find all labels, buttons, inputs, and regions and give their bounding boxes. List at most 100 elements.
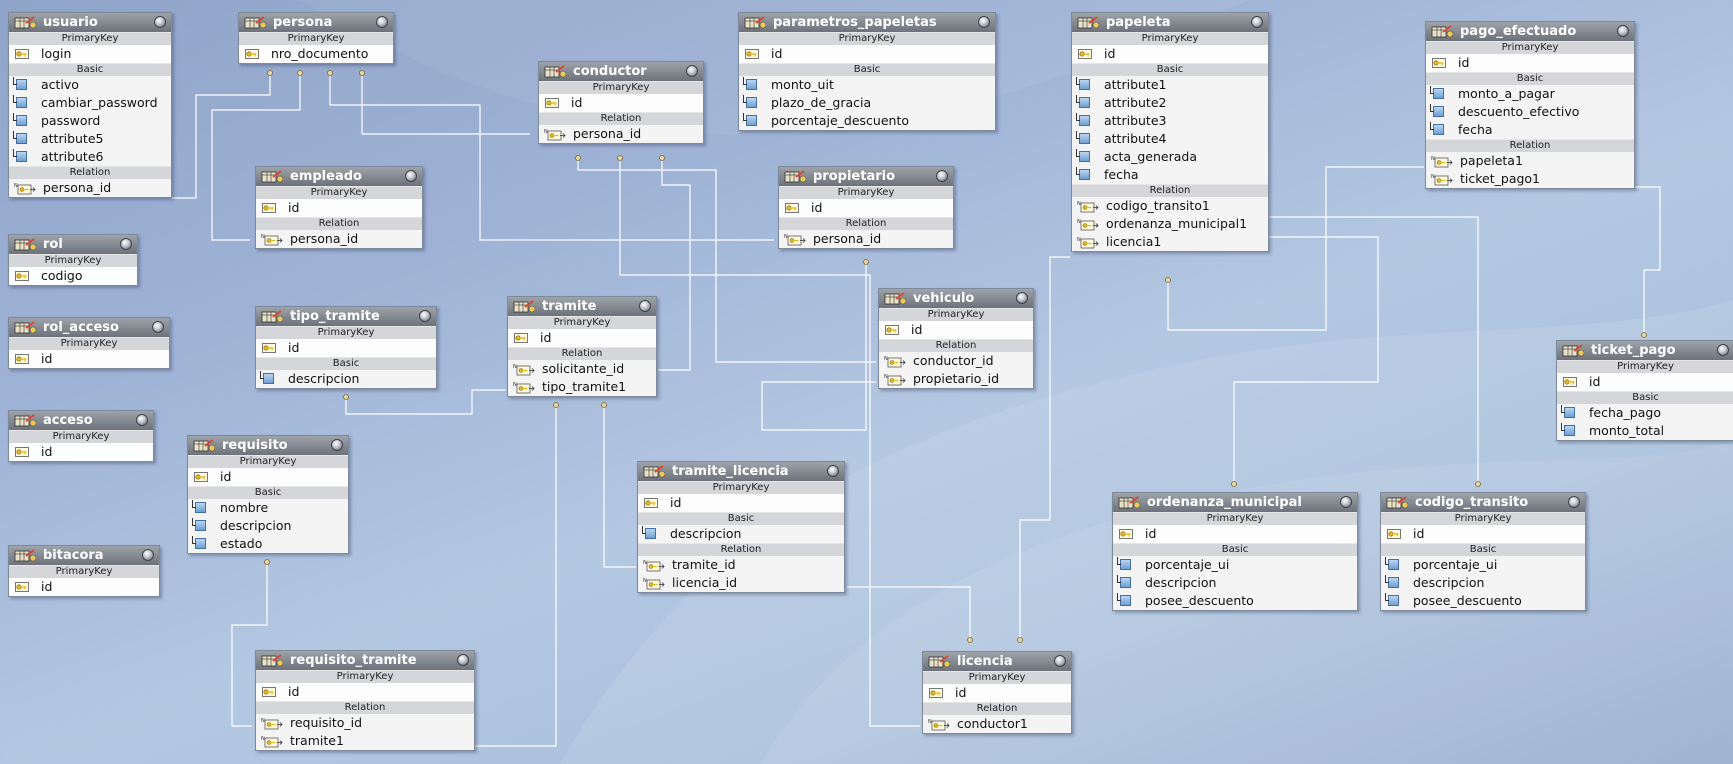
entity-header[interactable]: tramite_licencia bbox=[638, 462, 844, 481]
basic-field[interactable]: descripcion bbox=[188, 517, 348, 535]
basic-field[interactable]: porcentaje_ui bbox=[1113, 556, 1357, 574]
basic-field[interactable]: fecha_pago bbox=[1557, 404, 1733, 422]
basic-field[interactable]: descripcion bbox=[256, 370, 436, 388]
close-icon[interactable] bbox=[142, 549, 154, 561]
close-icon[interactable] bbox=[136, 414, 148, 426]
primary-key-field[interactable]: id bbox=[256, 199, 422, 217]
basic-field[interactable]: descripcion bbox=[638, 525, 844, 543]
entity-header[interactable]: tramite bbox=[508, 297, 656, 316]
basic-field[interactable]: descripcion bbox=[1113, 574, 1357, 592]
basic-field[interactable]: cambiar_password bbox=[9, 94, 171, 112]
entity-header[interactable]: empleado bbox=[256, 167, 422, 186]
primary-key-field[interactable]: id bbox=[508, 329, 656, 347]
entity-header[interactable]: rol bbox=[9, 235, 137, 254]
close-icon[interactable] bbox=[686, 65, 698, 77]
primary-key-field[interactable]: id bbox=[188, 468, 348, 486]
primary-key-field[interactable]: nro_documento bbox=[239, 45, 393, 63]
entity-header[interactable]: vehiculo bbox=[879, 289, 1033, 308]
basic-field[interactable]: attribute6 bbox=[9, 148, 171, 166]
close-icon[interactable] bbox=[1251, 16, 1263, 28]
close-icon[interactable] bbox=[1054, 655, 1066, 667]
primary-key-field[interactable]: login bbox=[9, 45, 171, 63]
primary-key-field[interactable]: id bbox=[1557, 373, 1733, 391]
primary-key-field[interactable]: id bbox=[923, 684, 1071, 702]
basic-field[interactable]: password bbox=[9, 112, 171, 130]
entity-header[interactable]: tipo_tramite bbox=[256, 307, 436, 326]
close-icon[interactable] bbox=[1568, 496, 1580, 508]
close-icon[interactable] bbox=[639, 300, 651, 312]
close-icon[interactable] bbox=[154, 16, 166, 28]
basic-field[interactable]: porcentaje_ui bbox=[1381, 556, 1585, 574]
close-icon[interactable] bbox=[152, 321, 164, 333]
primary-key-field[interactable]: codigo bbox=[9, 267, 137, 285]
primary-key-field[interactable]: id bbox=[256, 683, 474, 701]
basic-field[interactable]: attribute4 bbox=[1072, 130, 1268, 148]
close-icon[interactable] bbox=[1016, 292, 1028, 304]
primary-key-field[interactable]: id bbox=[739, 45, 995, 63]
primary-key-field[interactable]: id bbox=[879, 321, 1033, 339]
entity-header[interactable]: persona bbox=[239, 13, 393, 32]
basic-field[interactable]: attribute3 bbox=[1072, 112, 1268, 130]
basic-field[interactable]: monto_uit bbox=[739, 76, 995, 94]
basic-field[interactable]: attribute2 bbox=[1072, 94, 1268, 112]
basic-field[interactable]: acta_generada bbox=[1072, 148, 1268, 166]
entity-header[interactable]: propietario bbox=[779, 167, 953, 186]
basic-field[interactable]: fecha bbox=[1072, 166, 1268, 184]
basic-field[interactable]: nombre bbox=[188, 499, 348, 517]
close-icon[interactable] bbox=[405, 170, 417, 182]
close-icon[interactable] bbox=[419, 310, 431, 322]
entity-header[interactable]: codigo_transito bbox=[1381, 493, 1585, 512]
primary-key-field[interactable]: id bbox=[9, 578, 159, 596]
basic-field[interactable]: estado bbox=[188, 535, 348, 553]
basic-field[interactable]: descuento_efectivo bbox=[1426, 103, 1634, 121]
primary-key-field[interactable]: id bbox=[539, 94, 703, 112]
entity-header[interactable]: papeleta bbox=[1072, 13, 1268, 32]
entity-header[interactable]: pago_efectuado bbox=[1426, 22, 1634, 41]
entity-header[interactable]: usuario bbox=[9, 13, 171, 32]
primary-key-field[interactable]: id bbox=[779, 199, 953, 217]
primary-key-field[interactable]: id bbox=[1381, 525, 1585, 543]
close-icon[interactable] bbox=[1717, 344, 1729, 356]
primary-key-field[interactable]: id bbox=[638, 494, 844, 512]
entity-header[interactable]: parametros_papeletas bbox=[739, 13, 995, 32]
close-icon[interactable] bbox=[978, 16, 990, 28]
basic-field[interactable]: attribute1 bbox=[1072, 76, 1268, 94]
basic-field[interactable]: monto_a_pagar bbox=[1426, 85, 1634, 103]
close-icon[interactable] bbox=[457, 654, 469, 666]
basic-field[interactable]: activo bbox=[9, 76, 171, 94]
primary-key-field[interactable]: id bbox=[9, 443, 153, 461]
entity-header[interactable]: acceso bbox=[9, 411, 153, 430]
entity-header[interactable]: conductor bbox=[539, 62, 703, 81]
